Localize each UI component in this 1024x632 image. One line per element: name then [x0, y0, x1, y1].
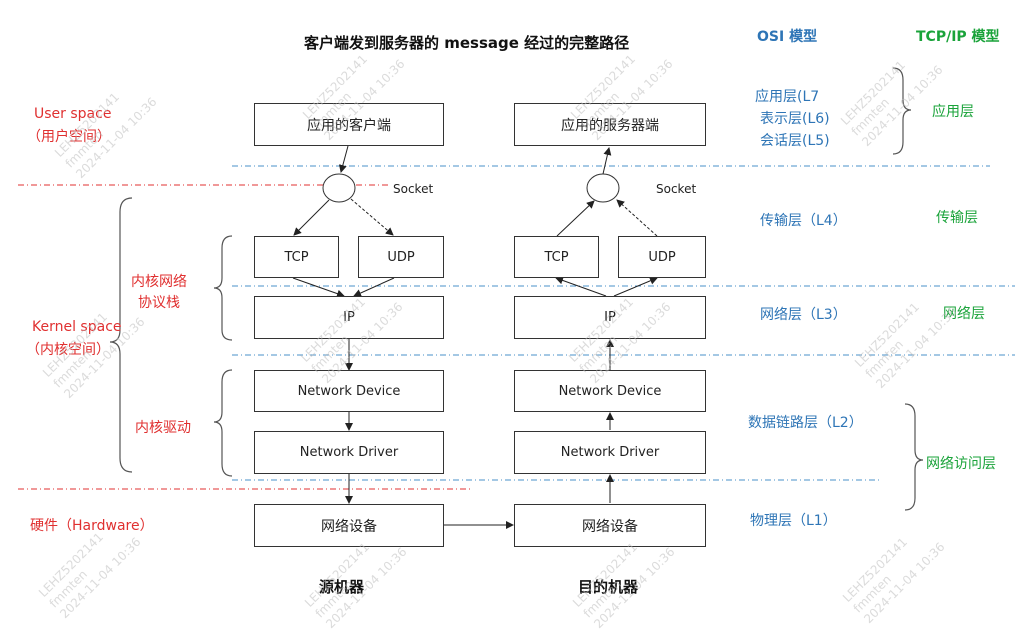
connector-lines: [18, 67, 1015, 529]
stack-brace: [213, 235, 233, 341]
driver-brace: [213, 369, 233, 477]
source-network-device-box: Network Device: [254, 370, 444, 412]
source-machine-caption: 源机器: [319, 578, 365, 596]
kernel-space-brace: [109, 197, 133, 473]
osi-l5-label: 会话层(L5): [760, 133, 830, 149]
source-tcp-box: TCP: [254, 236, 339, 278]
user-space-label: User space: [34, 106, 112, 122]
osi-l7-label: 应用层(L7: [755, 89, 820, 105]
osi-l1-label: 物理层（L1）: [750, 513, 837, 529]
source-hardware-box: 网络设备: [254, 504, 444, 547]
source-network-driver-box: Network Driver: [254, 431, 444, 474]
source-socket-circle: [322, 173, 356, 203]
dest-app-box: 应用的服务器端: [514, 103, 706, 146]
kernel-space-cn-label: （内核空间）: [26, 342, 110, 358]
dest-machine-caption: 目的机器: [578, 578, 639, 596]
osi-header: OSI 模型: [757, 29, 818, 45]
osi-l2-label: 数据链路层（L2）: [748, 415, 863, 431]
tcpip-access-brace: [904, 403, 924, 511]
user-space-cn-label: （用户空间）: [27, 129, 111, 145]
osi-l3-label: 网络层（L3）: [760, 307, 847, 323]
tcpip-transport-label: 传输层: [936, 210, 978, 226]
source-app-box: 应用的客户端: [254, 103, 444, 146]
stack-label-line2: 协议栈: [138, 295, 180, 311]
dest-udp-box: UDP: [618, 236, 706, 278]
hardware-label: 硬件（Hardware）: [30, 518, 154, 534]
driver-label: 内核驱动: [135, 420, 191, 436]
osi-l4-label: 传输层（L4）: [760, 213, 847, 229]
tcpip-header: TCP/IP 模型: [916, 29, 1000, 45]
dest-network-device-box: Network Device: [514, 370, 706, 412]
tcpip-access-label: 网络访问层: [926, 456, 996, 472]
diagram-title: 客户端发到服务器的 message 经过的完整路径: [304, 34, 630, 52]
source-ip-box: IP: [254, 296, 444, 339]
dest-ip-box: IP: [514, 296, 706, 339]
tcpip-network-label: 网络层: [943, 306, 985, 322]
stack-label-line1: 内核网络: [131, 274, 187, 290]
dest-socket-label: Socket: [656, 182, 697, 196]
dest-tcp-box: TCP: [514, 236, 599, 278]
source-socket-label: Socket: [393, 182, 434, 196]
tcpip-app-label: 应用层: [932, 104, 974, 120]
dest-hardware-box: 网络设备: [514, 504, 706, 547]
osi-l6-label: 表示层(L6): [760, 111, 830, 127]
kernel-space-label: Kernel space: [32, 319, 122, 335]
tcpip-app-brace: [892, 67, 912, 155]
dest-network-driver-box: Network Driver: [514, 431, 706, 474]
source-udp-box: UDP: [358, 236, 444, 278]
dest-socket-circle: [586, 173, 620, 203]
